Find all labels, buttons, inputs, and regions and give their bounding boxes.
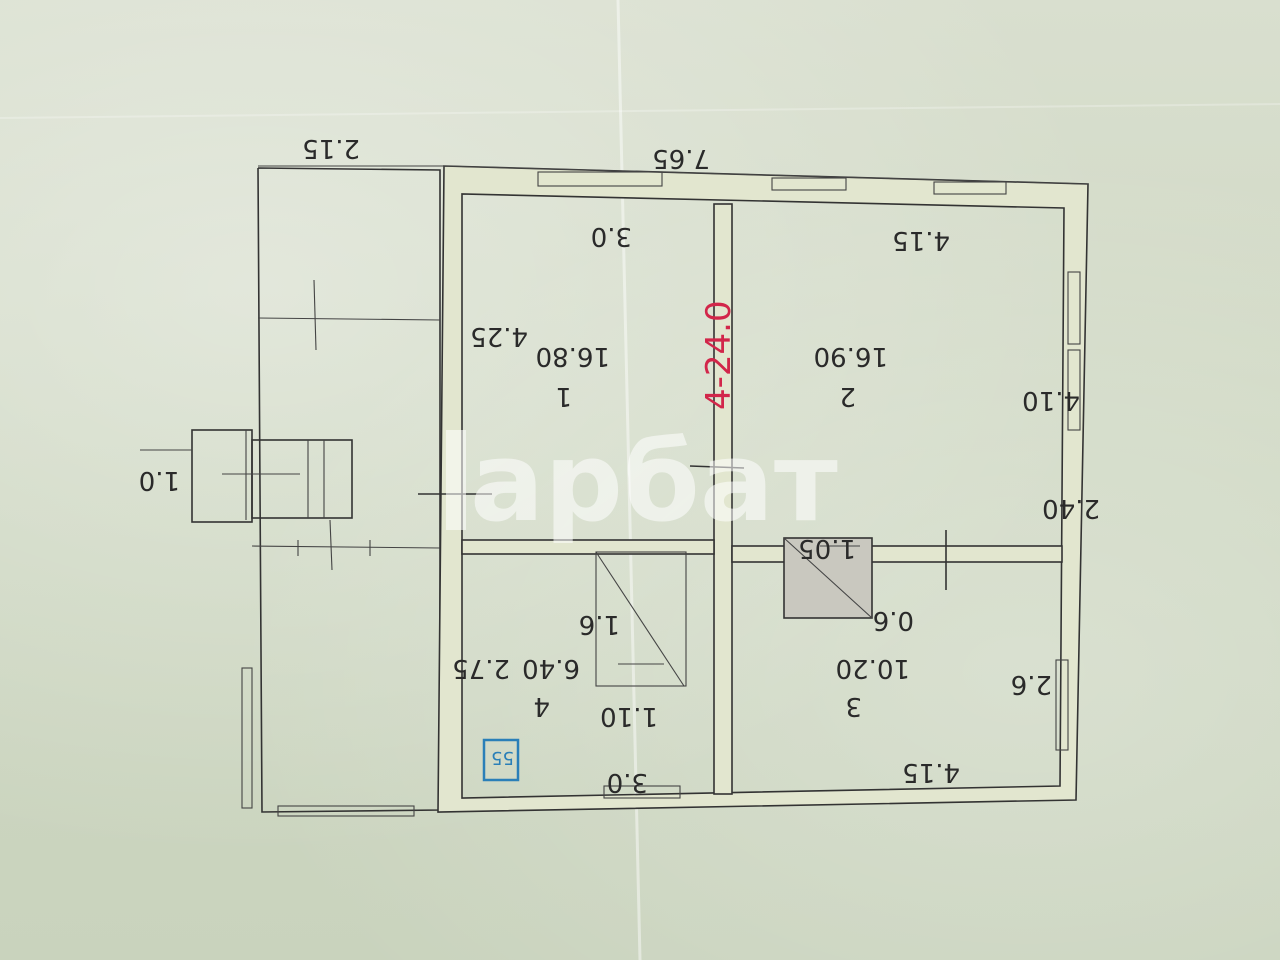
stamp-frame	[482, 738, 520, 782]
room2-width-label: 4.15	[892, 225, 950, 255]
window-bottom-1	[603, 785, 681, 799]
stamp-text: 55	[491, 747, 514, 768]
window-right-1	[1067, 271, 1081, 345]
watermark: арбат	[446, 418, 838, 546]
partition-vertical	[713, 203, 733, 795]
room4-lower-label: 1.10	[600, 701, 658, 731]
window-top-2	[771, 177, 847, 191]
room4-extra-label: 1.6	[579, 609, 620, 639]
window-right-2	[1067, 349, 1081, 431]
annex-partition-2	[251, 545, 441, 549]
watermark-text: арбат	[470, 418, 838, 546]
window-top-1	[537, 171, 663, 187]
stove-diagonal	[783, 537, 873, 619]
door-mark-middle	[689, 465, 745, 469]
stair-diagonal	[595, 551, 685, 687]
stove-width-label: 1.05	[798, 533, 856, 563]
partition-right-horizontal	[731, 545, 1063, 563]
annex-window-bottom	[277, 805, 415, 817]
fold-line-horizontal	[0, 103, 1280, 119]
room1-area: 16.80	[536, 341, 610, 371]
dim-top-label: 7.65	[652, 143, 710, 173]
red-annotation: 4-24.0	[699, 300, 739, 410]
window-right-3	[1055, 659, 1069, 751]
room1-width-label: 3.0	[591, 221, 632, 251]
annex-window-left	[241, 667, 253, 809]
dim-left-depth-label: 1.0	[139, 465, 180, 495]
room1-depth-label: 4.25	[470, 321, 528, 351]
partition-left-horizontal	[461, 539, 715, 555]
room3-right-label: 0.6	[873, 605, 914, 635]
room2-depth-label: 4.10	[1022, 385, 1080, 415]
room3-number: 3	[845, 691, 862, 721]
dim-right-gap-label: 2.40	[1042, 493, 1100, 523]
room4-number: 4	[533, 691, 550, 721]
porch-box	[251, 439, 353, 519]
room3-area: 10.20	[836, 653, 910, 683]
annex-tick-1	[313, 279, 317, 351]
room2-area: 16.90	[814, 341, 888, 371]
room4-area: 6.40	[522, 653, 580, 683]
porch-step	[191, 429, 253, 523]
room3-depth-label: 2.6	[1011, 669, 1052, 699]
room3-width-label: 4.15	[902, 757, 960, 787]
room1-number: 1	[555, 381, 572, 411]
room4-width-label: 3.0	[607, 767, 648, 797]
stair-box	[595, 551, 687, 687]
watermark-bar	[446, 430, 466, 530]
room4-depth-label: 2.75	[452, 653, 510, 683]
dim-top-left-label: 2.15	[302, 133, 360, 163]
window-top-3	[933, 181, 1007, 195]
annex-tick-2	[329, 519, 333, 571]
annex-outline	[257, 167, 441, 813]
dim-line-top	[443, 165, 1089, 185]
room2-number: 2	[839, 381, 856, 411]
stamp: 55	[482, 738, 520, 782]
annex-partition-1	[257, 317, 441, 321]
